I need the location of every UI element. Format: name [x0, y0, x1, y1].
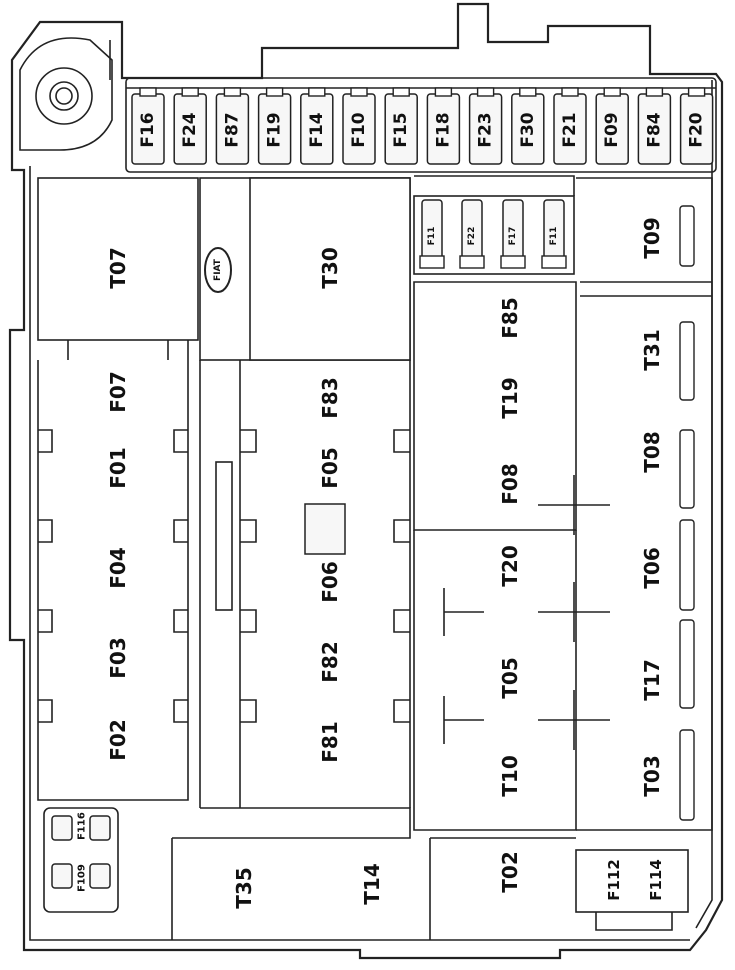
relay-connector: [679, 729, 695, 821]
left-section: [37, 177, 199, 801]
fuse-label: F10: [349, 112, 369, 147]
bottom-section: [43, 807, 689, 940]
zone-label: T19: [498, 377, 522, 418]
zone-label: T07: [106, 247, 130, 288]
fuse-tab: [392, 87, 410, 97]
relay-connector: [679, 321, 695, 401]
zone-label: F85: [498, 297, 522, 339]
zone-label: T03: [640, 755, 664, 796]
mini-fuse-block: F11 F22 F17 F11: [413, 175, 575, 275]
fuse-tab: [561, 87, 579, 97]
fuse-tab: [223, 87, 242, 97]
zone-label: T02: [498, 851, 522, 892]
mini-fuse-label: F11: [549, 227, 559, 246]
fuse-label: F16: [138, 112, 158, 147]
mini-fuse-tab: [500, 255, 526, 269]
fuse-tab: [350, 87, 368, 97]
zone-label: F81: [318, 721, 342, 763]
zone-label: T31: [640, 329, 664, 370]
fiat-logo-text: FIAT: [213, 258, 223, 281]
top-fuse-strip: F16 F24 F87 F19 F14 F10 F15 F18 F23 F30 F21 F09 F84 F…: [125, 77, 717, 173]
fuse-label: F84: [644, 112, 664, 147]
fuse-label: F24: [180, 112, 200, 147]
fuse-tab: [687, 87, 706, 97]
zone-label: T35: [232, 867, 256, 908]
mini-relay-slot: [89, 863, 111, 889]
mini-fuse-label: F116: [77, 812, 88, 840]
fuse-label: F87: [222, 112, 242, 147]
zone-label: F83: [318, 377, 342, 419]
far-right-section: [576, 177, 713, 831]
zone-label: F06: [318, 561, 342, 603]
fiat-logo: FIAT: [204, 247, 232, 293]
zone-label: F05: [318, 447, 342, 489]
mini-relay-slot: [51, 815, 73, 841]
top-fuse-row: F16 F24 F87 F19 F14 F10 F15 F18 F23 F30 F21 F09 F84 F…: [131, 87, 714, 165]
mini-fuse-label: F109: [77, 864, 88, 892]
zone-label: T20: [498, 545, 522, 586]
relay-connector: [679, 429, 695, 509]
mini-fuse-label: F11: [427, 227, 437, 246]
fuse-tab: [181, 87, 199, 97]
zone-label: T10: [498, 755, 522, 796]
mini-fuse-row: F11 F22 F17 F11: [419, 199, 567, 269]
mid-right-section: [413, 281, 610, 831]
zone-label: F07: [106, 371, 130, 413]
center-section: [199, 177, 411, 808]
fuse-label: F15: [391, 112, 411, 147]
mini-fuse-label: F17: [508, 227, 518, 246]
fuse-tab: [265, 87, 284, 97]
fuse-label: F19: [265, 112, 285, 147]
fuse-tab: [308, 87, 326, 97]
mini-relay-slot: [89, 815, 111, 841]
fuse-label: F112: [605, 859, 623, 901]
zone-label: F02: [106, 719, 130, 761]
fuse-tab: [139, 87, 157, 97]
fuse-label: F18: [433, 112, 453, 147]
fuse-label: F30: [518, 112, 538, 147]
relay-connector: [679, 619, 695, 709]
zone-label: F08: [498, 463, 522, 505]
zone-label: F82: [318, 641, 342, 683]
zone-label: T06: [640, 547, 664, 588]
fuse-tab: [603, 87, 621, 97]
fuse-label: F23: [476, 112, 496, 147]
relay-connector: [679, 205, 695, 267]
zone-label: T08: [640, 431, 664, 472]
mounting-post: [19, 37, 113, 151]
fuse-tab: [519, 87, 537, 97]
zone-label: F01: [106, 447, 130, 489]
mini-relay-slot: [51, 863, 73, 889]
component-labels: T07F07F01F04F03F02T30F83F05F06F82F81F85T…: [51, 217, 665, 909]
mini-fuse-tab: [459, 255, 485, 269]
fuse-tab: [476, 87, 495, 97]
mini-fuse-tab: [419, 255, 445, 269]
zone-label: F03: [106, 637, 130, 679]
fuse-label: F14: [307, 112, 327, 147]
mini-fuse-tab: [541, 255, 567, 269]
fuse-label: F21: [560, 112, 580, 147]
fuse-tab: [645, 87, 664, 97]
zone-label: F04: [106, 547, 130, 589]
zone-label: T05: [498, 657, 522, 698]
zone-label: T14: [360, 863, 384, 904]
zone-label: T17: [640, 659, 664, 700]
fuse-label: F09: [602, 112, 622, 147]
zone-label: T09: [640, 217, 664, 258]
mini-fuse-label: F22: [467, 227, 477, 246]
zone-label: T30: [318, 247, 342, 288]
fuse-label: F20: [687, 112, 707, 147]
fuse-tab: [434, 87, 453, 97]
fuse-label: F114: [647, 859, 665, 901]
relay-connector: [679, 519, 695, 611]
